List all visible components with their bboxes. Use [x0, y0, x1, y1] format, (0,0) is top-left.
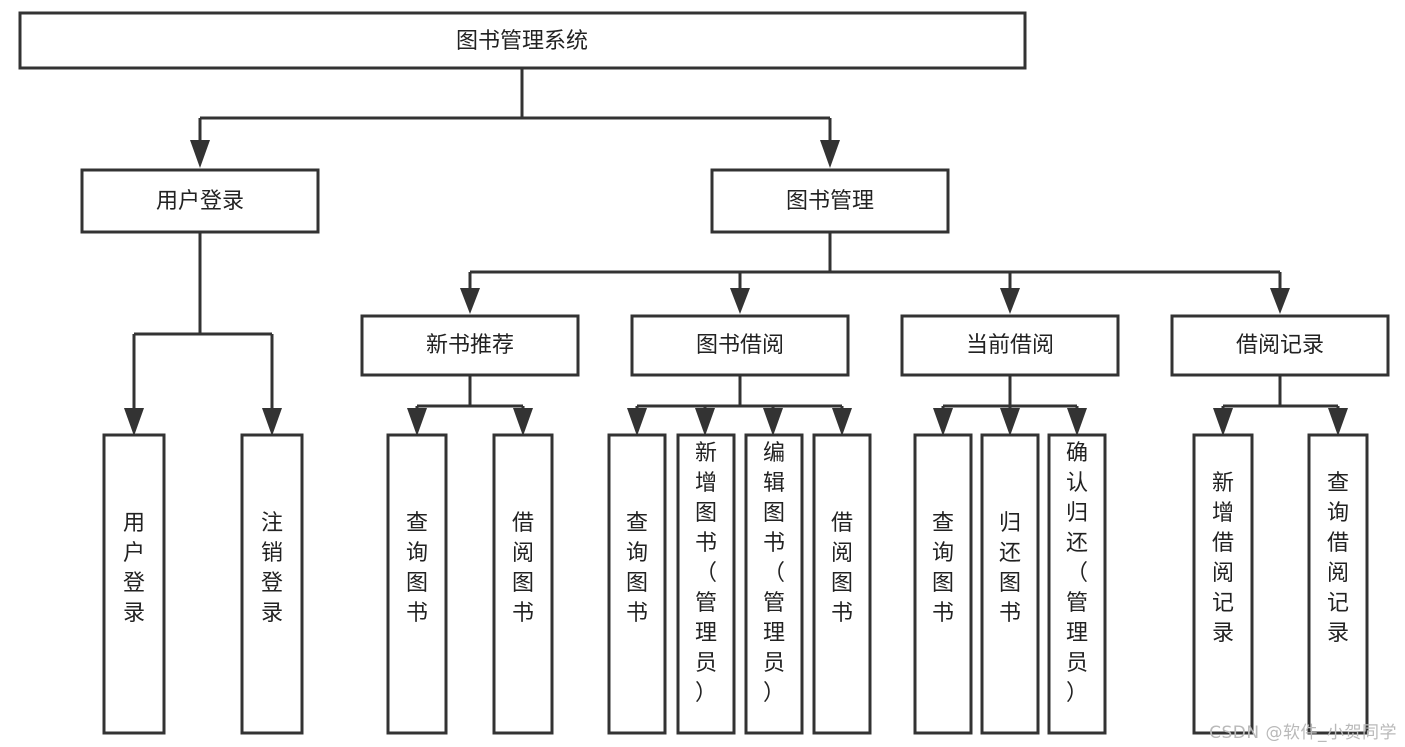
arrow-head-borrow-record — [1270, 288, 1290, 314]
arrow-head-leaf-query-book-2 — [627, 408, 647, 436]
arrow-head-leaf-borrow-book-2 — [832, 408, 852, 436]
node-leaf-query-book-1-box[interactable] — [386, 433, 448, 735]
node-leaf-edit-book-box[interactable] — [744, 433, 804, 735]
arrow-head-leaf-confirm-return — [1067, 408, 1087, 436]
node-leaf-add-record-label: 新增借阅记录 — [1212, 471, 1234, 646]
node-borrow-record-box[interactable] — [1170, 314, 1390, 377]
arrow-head-leaf-edit-book — [763, 408, 783, 436]
arrow-head-book-manage — [820, 140, 840, 168]
node-user-login[interactable]: 用户登录 — [80, 168, 320, 234]
node-leaf-borrow-book-2-label: 借阅图书 — [831, 511, 853, 626]
node-leaf-borrow-book-2-box[interactable] — [812, 433, 872, 735]
connector-group-current-borrow-to-leaves — [933, 375, 1087, 436]
arrow-head-book-borrow — [730, 288, 750, 314]
node-root[interactable]: 图书管理系统 — [18, 11, 1027, 70]
node-borrow-record[interactable]: 借阅记录 — [1170, 314, 1390, 377]
node-leaf-add-book-label: 新增图书（管理员） — [695, 441, 717, 706]
node-leaf-confirm-return[interactable]: 确认归还（管理员） — [1047, 433, 1107, 735]
node-current-borrow[interactable]: 当前借阅 — [900, 314, 1120, 377]
node-leaf-confirm-return-label: 确认归还（管理员） — [1066, 441, 1088, 706]
node-current-borrow-label: 当前借阅 — [966, 333, 1054, 358]
arrow-head-leaf-query-record — [1328, 408, 1348, 436]
node-leaf-logout-label: 注销登录 — [261, 511, 283, 626]
node-leaf-add-record[interactable]: 新增借阅记录 — [1192, 433, 1254, 735]
node-leaf-query-book-3[interactable]: 查询图书 — [913, 433, 973, 735]
csdn-watermark: CSDN @软件_小贺同学 — [1209, 723, 1397, 743]
node-leaf-borrow-book-1[interactable]: 借阅图书 — [492, 433, 554, 735]
node-leaf-user-login-box[interactable] — [102, 433, 166, 735]
node-leaf-user-login[interactable]: 用户登录 — [102, 433, 166, 735]
node-leaf-query-book-2-box[interactable] — [607, 433, 667, 735]
node-new-book-rec-label: 新书推荐 — [426, 333, 514, 358]
connector-group-root-to-level2 — [190, 68, 840, 168]
node-current-borrow-box[interactable] — [900, 314, 1120, 377]
node-leaf-query-book-2[interactable]: 查询图书 — [607, 433, 667, 735]
connector-group-book-manage-to-level3 — [460, 232, 1290, 314]
node-leaf-query-book-2-label: 查询图书 — [626, 511, 648, 626]
node-root-label: 图书管理系统 — [456, 29, 588, 54]
node-book-borrow-box[interactable] — [630, 314, 850, 377]
node-leaf-query-book-3-label: 查询图书 — [932, 511, 954, 626]
node-leaf-return-book-box[interactable] — [980, 433, 1040, 735]
connector-group-new-book-rec-to-leaves — [407, 375, 533, 436]
node-user-login-label: 用户登录 — [156, 189, 244, 214]
node-leaf-query-record[interactable]: 查询借阅记录 — [1307, 433, 1369, 735]
arrow-head-leaf-query-book-1 — [407, 408, 427, 436]
node-leaf-borrow-book-2[interactable]: 借阅图书 — [812, 433, 872, 735]
node-leaf-add-book[interactable]: 新增图书（管理员） — [676, 433, 736, 735]
node-leaf-logout[interactable]: 注销登录 — [240, 433, 304, 735]
node-book-manage-label: 图书管理 — [786, 189, 874, 214]
node-leaf-add-record-box[interactable] — [1192, 433, 1254, 735]
node-leaf-add-book-box[interactable] — [676, 433, 736, 735]
arrow-head-leaf-add-record — [1213, 408, 1233, 436]
node-book-borrow-label: 图书借阅 — [696, 333, 784, 358]
node-new-book-rec[interactable]: 新书推荐 — [360, 314, 580, 377]
node-leaf-edit-book[interactable]: 编辑图书（管理员） — [744, 433, 804, 735]
node-user-login-box[interactable] — [80, 168, 320, 234]
node-leaf-logout-box[interactable] — [240, 433, 304, 735]
arrow-head-leaf-borrow-book-1 — [513, 408, 533, 436]
node-leaf-borrow-book-1-label: 借阅图书 — [512, 511, 534, 626]
arrow-head-current-borrow — [1000, 288, 1020, 314]
node-root-box[interactable] — [18, 11, 1027, 70]
node-leaf-borrow-book-1-box[interactable] — [492, 433, 554, 735]
node-new-book-rec-box[interactable] — [360, 314, 580, 377]
arrow-head-leaf-query-book-3 — [933, 408, 953, 436]
connector-group-borrow-record-to-leaves — [1213, 375, 1348, 436]
arrow-head-leaf-return-book — [1000, 408, 1020, 436]
node-borrow-record-label: 借阅记录 — [1236, 333, 1324, 358]
node-leaf-edit-book-label: 编辑图书（管理员） — [763, 441, 785, 706]
node-book-manage[interactable]: 图书管理 — [710, 168, 950, 234]
node-leaf-query-record-label: 查询借阅记录 — [1327, 471, 1349, 646]
arrow-head-leaf-user-login — [124, 408, 144, 436]
node-leaf-query-book-1[interactable]: 查询图书 — [386, 433, 448, 735]
arrow-head-user-login — [190, 140, 210, 168]
node-leaf-query-book-1-label: 查询图书 — [406, 511, 428, 626]
node-leaf-return-book-label: 归还图书 — [999, 511, 1021, 626]
node-leaf-user-login-label: 用户登录 — [123, 511, 145, 626]
arrow-head-leaf-logout — [262, 408, 282, 436]
node-leaf-confirm-return-box[interactable] — [1047, 433, 1107, 735]
node-book-borrow[interactable]: 图书借阅 — [630, 314, 850, 377]
node-leaf-query-record-box[interactable] — [1307, 433, 1369, 735]
node-leaf-query-book-3-box[interactable] — [913, 433, 973, 735]
arrow-head-leaf-add-book — [695, 408, 715, 436]
connector-group-book-borrow-to-leaves — [627, 375, 852, 436]
node-book-manage-box[interactable] — [710, 168, 950, 234]
node-leaf-return-book[interactable]: 归还图书 — [980, 433, 1040, 735]
arrow-head-new-book-rec — [460, 288, 480, 314]
connector-group-user-login-to-leaves — [124, 232, 282, 436]
